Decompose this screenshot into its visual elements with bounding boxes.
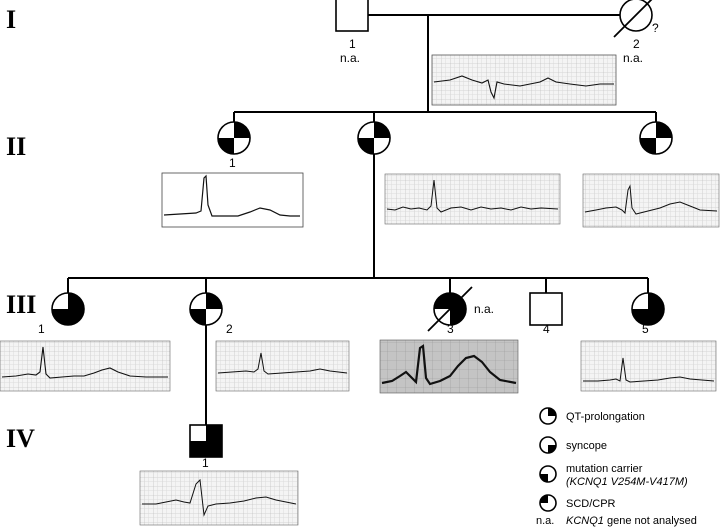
legend-na-abbr: n.a.: [536, 515, 554, 527]
ecg-trace: [142, 478, 297, 517]
quadrant-carrier: [190, 441, 206, 457]
symbol-IV-1: [189, 424, 223, 458]
ecg-strip-II-2: [384, 173, 561, 225]
label-III-3: 3: [447, 322, 454, 336]
ecg-trace: [584, 184, 718, 215]
query-I-2: ?: [652, 21, 659, 35]
ecg-strip-III-1: [0, 340, 171, 392]
legend: QT-prolongation syncope mutation carrier…: [536, 407, 697, 527]
legend-syncope-label: syncope: [566, 440, 607, 452]
note-I-2: n.a.: [623, 51, 643, 65]
label-III-4: 4: [543, 322, 550, 336]
legend-na-rest: gene not analysed: [604, 515, 697, 527]
ecg-strip-II-3: [582, 173, 720, 228]
legend-qt-label: QT-prolongation: [566, 411, 645, 423]
legend-qt-symbol: [539, 407, 557, 425]
generation-label-III: III: [6, 290, 36, 319]
legend-carrier-label: mutation carrier: [566, 463, 643, 475]
generation-label-IV: IV: [6, 424, 35, 453]
legend-scd-label: SCD/CPR: [566, 498, 616, 510]
ecg-strip-III-3: [379, 339, 519, 394]
generation-label-I: I: [6, 5, 16, 34]
symbol-II-1: [217, 121, 251, 155]
ecg-strip-II-1: [161, 172, 304, 228]
deceased-slash: [613, 0, 653, 38]
legend-carrier-symbol: [539, 465, 557, 483]
pedigree-lines: [67, 14, 657, 425]
ecg-trace: [583, 357, 715, 383]
note-I-1: n.a.: [340, 51, 360, 65]
quadrant-syncope: [206, 441, 222, 457]
label-II-1: 1: [229, 156, 236, 170]
symbol-III-2: [189, 292, 223, 326]
symbol-III-4: [529, 292, 563, 326]
label-I-2: 2: [633, 37, 640, 51]
legend-na-text: KCNQ1 gene not analysed: [566, 515, 697, 527]
ecg-strip-I-2: [431, 54, 617, 106]
legend-scd-symbol: [539, 494, 557, 512]
legend-symbols: [539, 407, 557, 512]
ecg-trace: [433, 75, 614, 100]
quadrant-qt: [206, 425, 222, 441]
legend-syncope-symbol: [539, 436, 557, 454]
deceased-slash: [427, 286, 473, 332]
ecg-strip-III-2: [215, 340, 350, 392]
ecg-trace: [386, 179, 559, 213]
generation-label-II: II: [6, 132, 26, 161]
ecg-strip-III-5: [580, 340, 717, 392]
label-III-1: 1: [38, 322, 45, 336]
symbol-II-2: [357, 121, 391, 155]
ecg-trace: [163, 174, 300, 217]
symbol-II-3: [639, 121, 673, 155]
symbol-III-5: [631, 292, 665, 326]
ecg-strip-IV-1: [139, 470, 299, 526]
legend-carrier-detail: (KCNQ1 V254M-V417M): [566, 476, 688, 488]
ecg-strips: [0, 54, 720, 526]
ecg-trace: [381, 344, 517, 386]
note-III-3: n.a.: [474, 302, 494, 316]
symbol-I-1: [335, 0, 369, 32]
label-I-1: 1: [349, 37, 356, 51]
label-III-5: 5: [642, 322, 649, 336]
label-III-2: 2: [226, 322, 233, 336]
ecg-trace: [1, 346, 168, 379]
ecg-trace: [217, 352, 348, 375]
label-IV-1: 1: [202, 456, 209, 470]
symbol-III-1: [51, 292, 85, 326]
symbol-I-2: [613, 0, 653, 38]
legend-na-gene: KCNQ1: [566, 515, 604, 527]
